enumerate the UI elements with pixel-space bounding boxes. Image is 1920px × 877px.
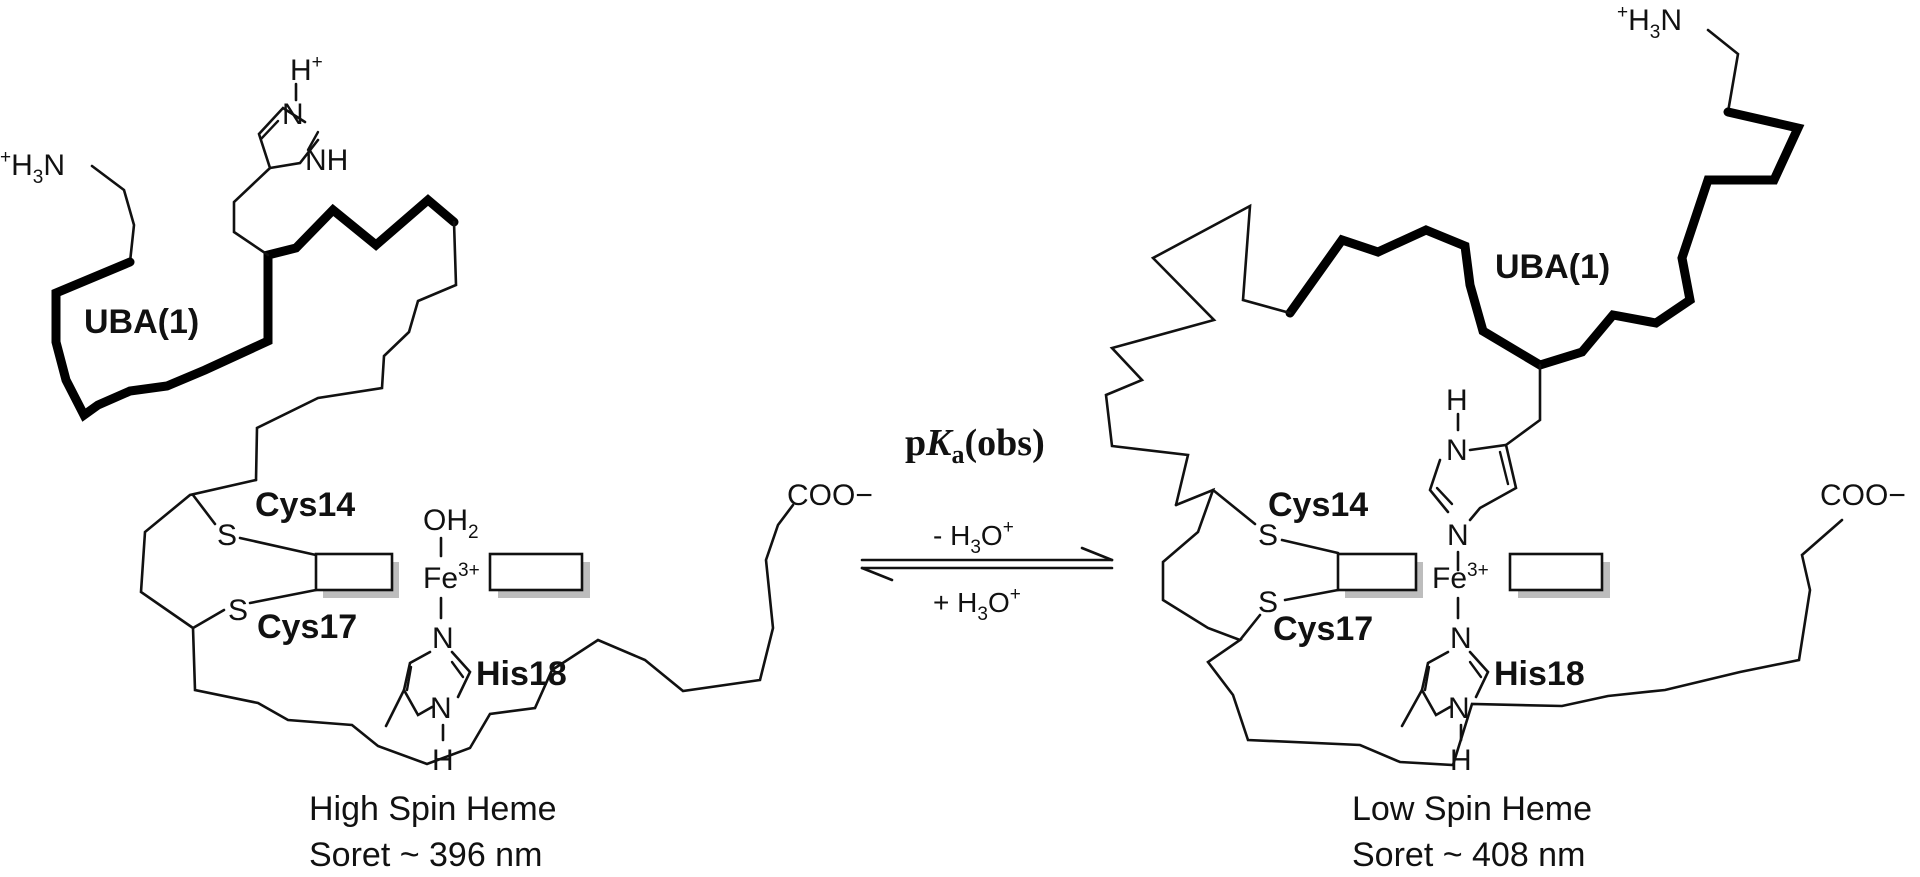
left-state: +H3N UBA(1) H+ N NH S S Cys14 [0,52,873,874]
left-imidazolium-h-plus: H+ [290,52,323,87]
left-imidazolium-n: N [282,98,304,131]
left-imidazolium-nh: NH [305,144,348,177]
left-imidazolium-ring: H+ N NH [257,52,348,177]
right-helix-chain [1104,203,1292,507]
right-imid-n1: N [1446,434,1468,467]
left-oh2-label: OH2 [423,504,479,543]
right-his18-label: His18 [1494,655,1585,693]
right-imid-h: H [1446,384,1468,417]
left-cys14-label: Cys14 [255,486,355,524]
right-state: +H3N UBA(1) H N N S S Cys14 [1104,2,1906,874]
right-fe-label: Fe3+ [1432,560,1489,595]
left-cys17-label: Cys17 [257,608,357,646]
right-carboxylate: COO− [1820,479,1906,512]
left-caption-soret: Soret ~ 396 nm [309,836,542,874]
right-amine-chain [1706,28,1740,114]
right-caption-soret: Soret ~ 408 nm [1352,836,1585,874]
left-his18-label: His18 [476,655,567,693]
left-caption-spin: High Spin Heme [309,790,557,828]
left-amine-chain [90,164,136,264]
right-cys14-label: Cys14 [1268,486,1368,524]
right-s14: S [1258,519,1278,552]
right-heme-right [1508,552,1604,592]
right-upper-imidazole: H N N [1428,384,1518,572]
equilibrium-arrows: pKa(obs) - H3O+ + H3O+ [860,422,1114,625]
right-cys17-label: Cys17 [1273,610,1373,648]
forward-condition: - H3O+ [933,517,1014,558]
left-his-n: N [432,622,454,655]
pka-obs-label: pKa(obs) [905,422,1045,469]
right-uba-backbone [1285,107,1805,370]
left-s17: S [228,594,248,627]
left-uba-backbone [51,194,459,422]
left-uba-label: UBA(1) [84,303,199,341]
left-s14: S [217,519,237,552]
right-his-sidechain [1504,363,1542,447]
left-heme-left [314,552,394,592]
left-cys-loop [139,478,795,766]
left-his-sidechain [232,166,272,257]
left-carboxylate: COO− [787,479,873,512]
right-amine-label: +H3N [1617,2,1682,43]
left-his-nh-h: H [432,744,454,777]
left-amine-label: +H3N [0,147,65,188]
left-his-nh-n: N [430,692,452,725]
right-his-nh-h: H [1450,744,1472,777]
left-helix-chain [254,220,458,482]
right-his-n: N [1450,622,1472,655]
right-s17: S [1258,586,1278,619]
left-fe-label: Fe3+ [423,560,480,595]
reverse-condition: + H3O+ [933,584,1021,625]
right-caption-spin: Low Spin Heme [1352,790,1592,828]
left-heme-right [488,552,584,592]
right-heme-left [1336,552,1418,592]
right-his-nh-n: N [1448,692,1470,725]
right-uba-label: UBA(1) [1495,248,1610,286]
right-cys-loop [1161,487,1844,767]
right-imid-n2: N [1447,519,1469,552]
